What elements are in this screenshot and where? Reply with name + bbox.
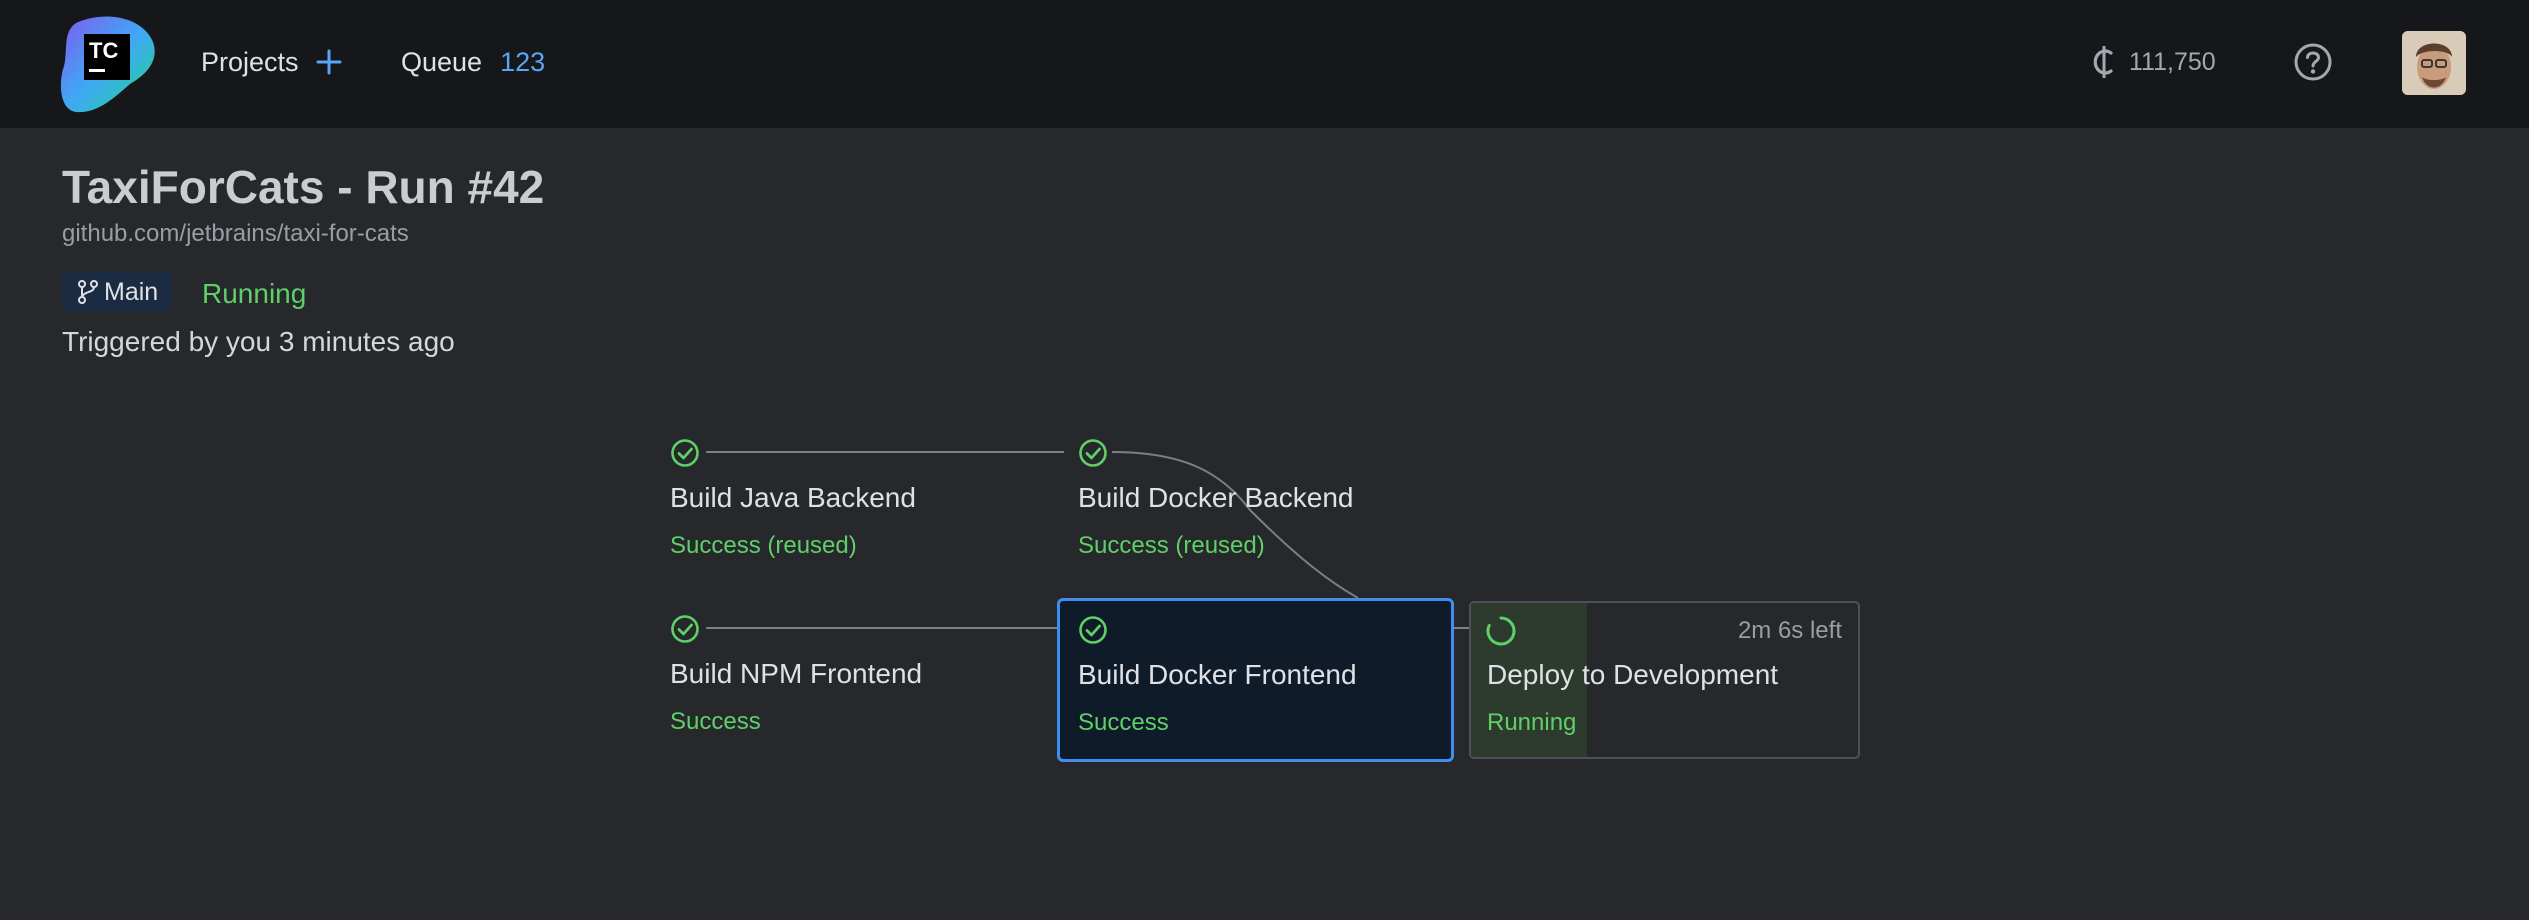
nav-projects-label: Projects	[201, 46, 299, 77]
pipeline-node-build-docker-backend[interactable]: Build Docker Backend Success (reused)	[1076, 436, 1416, 559]
success-check-icon	[671, 615, 699, 643]
time-left: 2m 6s left	[1737, 617, 1842, 644]
page-title: TaxiForCats - Run #42	[62, 161, 545, 213]
pipeline-node-build-npm-frontend[interactable]: Build NPM Frontend Success	[668, 612, 1008, 735]
running-spinner-icon	[1486, 616, 1516, 646]
repository-url[interactable]: github.com/jetbrains/taxi-for-cats	[62, 220, 409, 247]
success-check-icon	[1079, 439, 1107, 467]
add-project-icon[interactable]	[315, 48, 343, 76]
triggered-info: Triggered by you 3 minutes ago	[62, 326, 455, 357]
pipeline-node-build-java-backend[interactable]: Build Java Backend Success (reused)	[668, 436, 1008, 559]
node-name: Deploy to Development	[1487, 659, 1779, 690]
teamcity-logo[interactable]: TC	[58, 14, 158, 114]
branch-name: Main	[104, 277, 159, 306]
top-bar: TC Projects Queue 123 111,750	[0, 0, 2529, 128]
credits-icon	[2093, 46, 2113, 78]
success-check-icon	[671, 439, 699, 467]
success-check-icon	[1079, 616, 1107, 644]
nav-projects[interactable]: Projects	[201, 40, 343, 84]
node-name: Build Java Backend	[670, 482, 916, 513]
nav-queue-label: Queue	[401, 46, 483, 77]
user-avatar[interactable]	[2402, 31, 2466, 95]
queue-count: 123	[500, 46, 546, 77]
node-name: Build Docker Frontend	[1078, 659, 1357, 690]
node-name: Build NPM Frontend	[670, 658, 923, 689]
help-icon[interactable]	[2293, 42, 2333, 82]
node-name: Build Docker Backend	[1078, 482, 1354, 513]
branch-badge[interactable]: Main	[62, 272, 173, 312]
nav-queue[interactable]: Queue 123	[401, 40, 545, 84]
logo-text: TC	[89, 38, 118, 63]
node-status: Success (reused)	[1078, 532, 1265, 559]
pipeline-node-build-docker-frontend[interactable]: Build Docker Frontend Success	[1057, 598, 1454, 762]
deploy-progress-bar	[1471, 603, 1588, 757]
pipeline-node-deploy-to-development[interactable]: 2m 6s left Deploy to Development Running	[1469, 601, 1860, 759]
node-status: Running	[1487, 709, 1577, 736]
credits-value: 111,750	[2129, 47, 2216, 76]
run-status: Running	[202, 278, 307, 309]
branch-icon	[78, 280, 98, 304]
node-status: Success	[670, 708, 761, 735]
node-status: Success	[1078, 709, 1169, 736]
credits-balance[interactable]: 111,750	[2091, 40, 2216, 84]
node-status: Success (reused)	[670, 532, 857, 559]
